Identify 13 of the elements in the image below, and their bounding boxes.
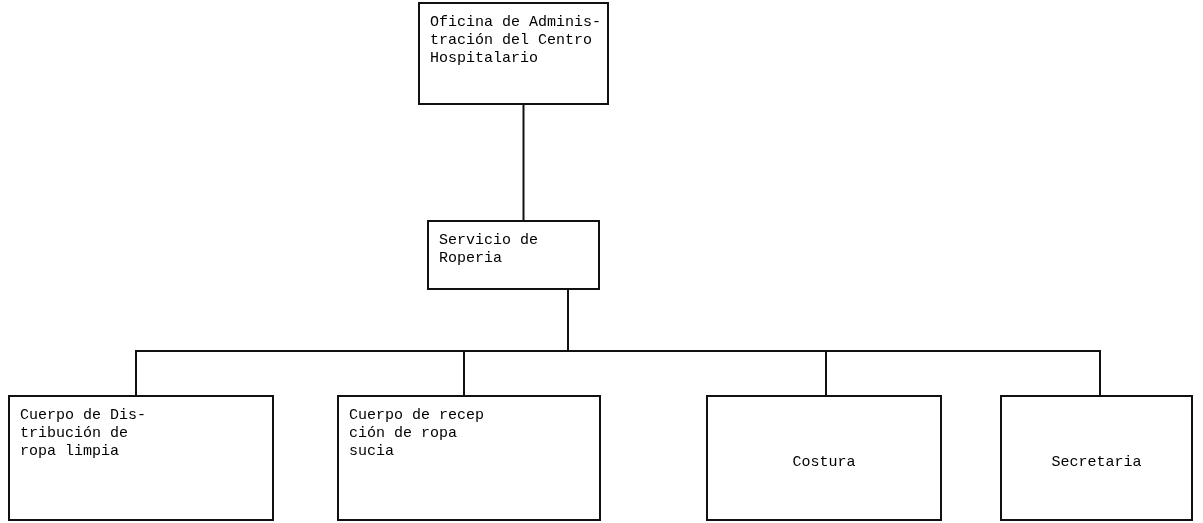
org-box xyxy=(418,2,609,105)
box-label: Servicio de Roperia xyxy=(439,232,538,268)
org-box xyxy=(8,395,274,521)
box-label: Oficina de Adminis- tración del Centro Hospitalario xyxy=(430,14,601,68)
box-label: Cuerpo de Dis- tribución de ropa limpia xyxy=(20,407,146,461)
connector-line xyxy=(522,104,525,221)
org-box xyxy=(1000,395,1193,521)
org-box xyxy=(337,395,601,521)
box-label: Cuerpo de recep ción de ropa sucia xyxy=(349,407,484,461)
box-label: Costura xyxy=(791,454,857,472)
org-box xyxy=(427,220,600,290)
org-box xyxy=(706,395,942,521)
box-label: Secretaria xyxy=(1050,454,1143,472)
